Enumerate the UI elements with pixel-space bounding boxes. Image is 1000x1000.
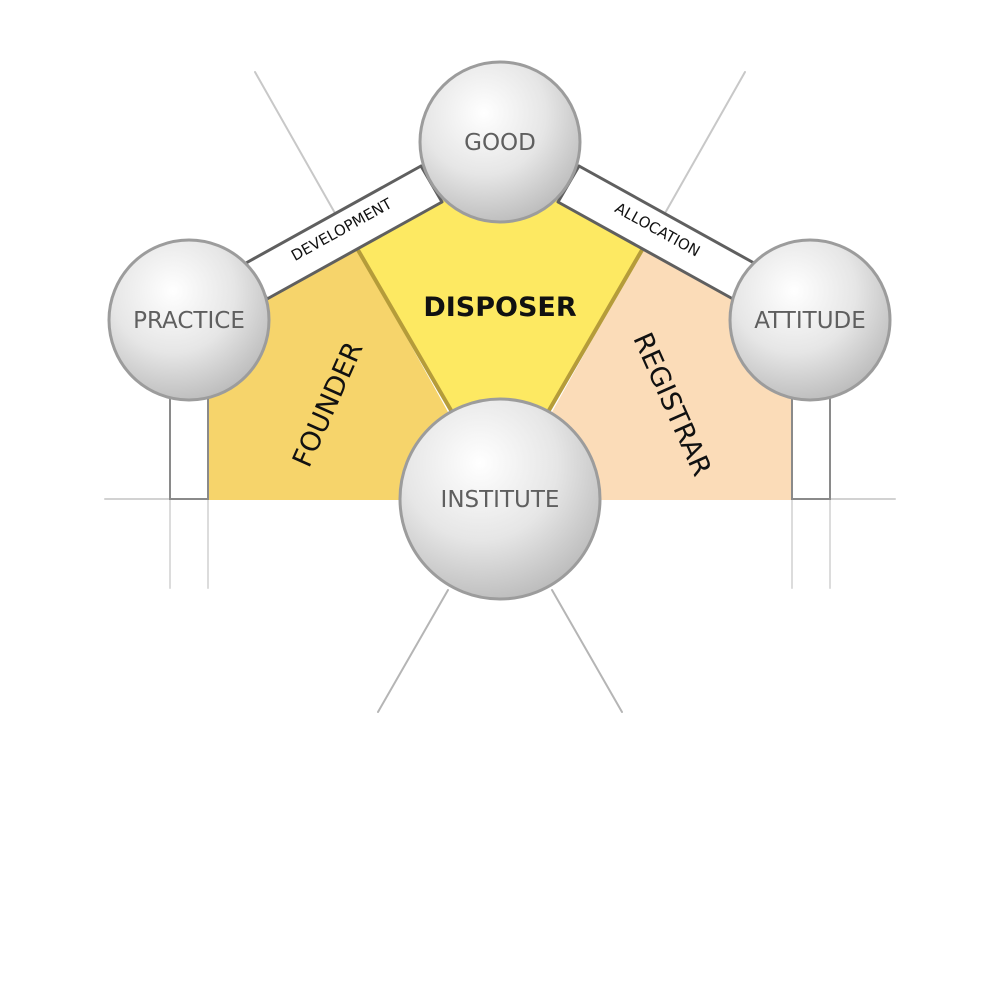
disposer-region	[358, 198, 642, 412]
side-posts	[169, 398, 831, 500]
practice-label: PRACTICE	[133, 308, 245, 334]
attitude-sphere	[728, 238, 892, 402]
right-post	[791, 398, 831, 500]
institute-sphere	[398, 397, 602, 601]
attitude-label: ATTITUDE	[754, 308, 866, 334]
node-practice: PRACTICE	[107, 238, 271, 402]
guide-line	[377, 589, 449, 713]
good-label: GOOD	[464, 130, 536, 156]
region-divider	[546, 248, 644, 414]
guide-line	[254, 71, 341, 223]
node-attitude: ATTITUDE	[728, 238, 892, 402]
good-sphere	[418, 60, 582, 224]
left-post	[169, 398, 209, 500]
guide-line	[551, 589, 623, 713]
disposer-label: DISPOSER	[423, 292, 577, 323]
node-institute: INSTITUTE	[398, 397, 602, 601]
institute-label: INSTITUTE	[441, 487, 560, 513]
practice-sphere	[107, 238, 271, 402]
node-good: GOOD	[418, 60, 582, 224]
region-divider	[356, 248, 454, 414]
guide-line	[659, 71, 746, 223]
